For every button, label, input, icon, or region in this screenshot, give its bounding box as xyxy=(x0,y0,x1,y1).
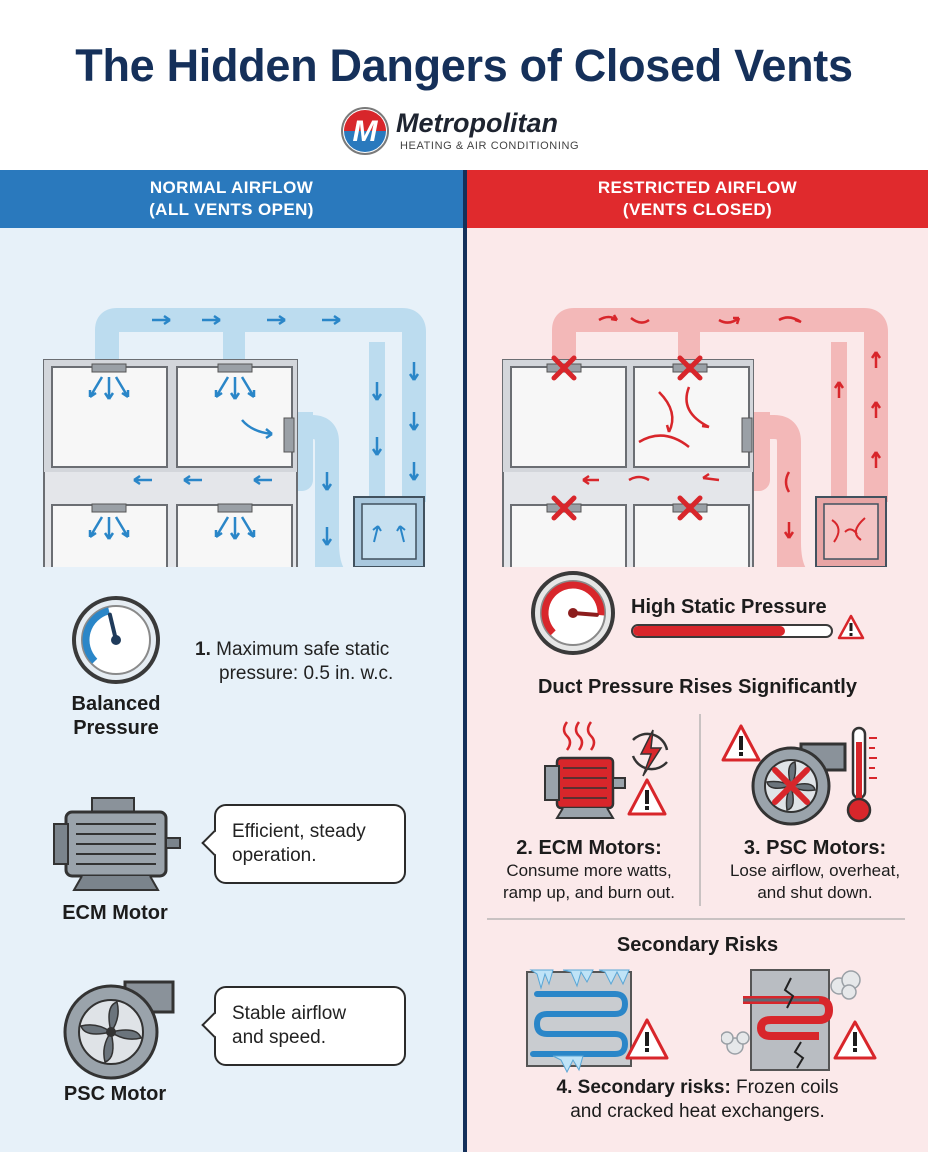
ecm-motors-line2: ramp up, and burn out. xyxy=(502,883,675,902)
normal-airflow-banner: NORMAL AIRFLOW (ALL VENTS OPEN) xyxy=(0,170,463,228)
ecm-bubble-line1: Efficient, steady xyxy=(232,821,366,842)
left-banner-line2: (ALL VENTS OPEN) xyxy=(149,200,314,219)
psc-blower-icon xyxy=(63,980,175,1080)
gauge-level-arc xyxy=(82,607,111,664)
ecm-status-bubble: Efficient, steady operation. xyxy=(214,804,406,884)
high-pressure-gauge-icon xyxy=(531,571,615,655)
furnace-icon xyxy=(815,496,887,567)
stopped-x-icon xyxy=(772,767,810,805)
point-1-number: 1. xyxy=(195,639,211,660)
restricted-airflow-banner: RESTRICTED AIRFLOW (VENTS CLOSED) xyxy=(467,170,928,228)
ecm-motor-overheat-icon xyxy=(544,721,669,819)
ecm-motors-line1: Consume more watts, xyxy=(506,861,672,880)
left-banner-line1: NORMAL AIRFLOW xyxy=(149,178,314,197)
logo-mark-letter: M xyxy=(353,115,379,148)
ecm-motors-title: 2. ECM Motors: xyxy=(516,837,662,859)
return-duct xyxy=(287,415,339,567)
psc-motors-line2: and shut down. xyxy=(757,883,873,902)
turbulent-airflow-arrows xyxy=(582,314,882,539)
page-title: The Hidden Dangers of Closed Vents xyxy=(75,40,853,91)
return-elbow xyxy=(315,541,344,567)
high-static-pressure-title: High Static Pressure xyxy=(631,596,827,618)
header: The Hidden Dangers of Closed Vents M Met… xyxy=(0,0,928,170)
logo-subtitle: HEATING & AIR CONDITIONING xyxy=(400,140,580,152)
return-grille xyxy=(741,417,753,453)
restricted-airflow-diagram xyxy=(502,308,888,567)
ecm-bubble-line2: operation. xyxy=(232,845,317,866)
right-banner-line2: (VENTS CLOSED) xyxy=(622,200,773,219)
vent-open-1 xyxy=(91,363,127,373)
company-logo: M Metropolitan HEATING & AIR CONDITIONIN… xyxy=(340,104,600,160)
cracked-heat-exchanger-icon xyxy=(721,969,877,1071)
balanced-pressure-line1: Balanced xyxy=(71,693,161,715)
vent-open-3 xyxy=(91,503,127,513)
return-grille xyxy=(283,417,295,453)
return-duct xyxy=(744,415,801,567)
vertical-separator xyxy=(699,714,701,906)
return-elbow xyxy=(777,541,806,567)
secondary-risks-line2: and cracked heat exchangers. xyxy=(570,1101,825,1122)
room-upper-right xyxy=(633,366,750,468)
duct-pressure-subtitle: Duct Pressure Rises Significantly xyxy=(537,676,857,698)
airflow-arrows xyxy=(88,314,420,546)
ecm-motor-label: ECM Motor xyxy=(62,902,168,924)
psc-motors-title: 3. PSC Motors: xyxy=(743,837,887,859)
lightning-icon xyxy=(631,729,669,777)
room-lower-left xyxy=(510,504,627,567)
room-upper-left xyxy=(510,366,627,468)
psc-bubble-line2: and speed. xyxy=(232,1027,327,1048)
vent-open-2 xyxy=(217,363,253,373)
secondary-risks-title: 4. Secondary risks: xyxy=(556,1077,731,1098)
logo-mark-icon: M xyxy=(341,107,389,155)
psc-motor-label: PSC Motor xyxy=(63,1083,167,1105)
psc-motors-line1: Lose airflow, overheat, xyxy=(729,861,901,880)
psc-motors-point: 3. PSC Motors: Lose airflow, overheat, a… xyxy=(707,836,923,904)
closed-vent-x-icon xyxy=(551,355,703,521)
psc-blower-overheat-icon xyxy=(721,724,877,826)
furnace-icon xyxy=(353,496,425,567)
pressure-bar-fill xyxy=(633,626,786,636)
normal-airflow-diagram xyxy=(43,308,426,567)
normal-airflow-panel: NORMAL AIRFLOW (ALL VENTS OPEN) xyxy=(0,170,463,1152)
restricted-airflow-panel: RESTRICTED AIRFLOW (VENTS CLOSED) xyxy=(467,170,928,1152)
supply-duct xyxy=(95,308,426,502)
psc-bubble-line1: Stable airflow xyxy=(232,1003,347,1024)
ecm-motor-icon xyxy=(53,797,181,891)
logo-name: Metropolitan xyxy=(396,108,558,138)
frozen-coil-icon xyxy=(526,969,669,1074)
balanced-pressure-label: Balanced Pressure xyxy=(54,692,178,740)
thermometer-icon xyxy=(846,726,877,823)
right-banner-line1: RESTRICTED AIRFLOW xyxy=(597,178,798,197)
horizontal-separator xyxy=(487,918,905,920)
psc-status-bubble: Stable airflow and speed. xyxy=(214,986,406,1066)
point-1-line2: pressure: 0.5 in. w.c. xyxy=(219,663,394,684)
gauge-level-arc xyxy=(541,581,605,636)
heat-waves-icon xyxy=(562,721,596,751)
point-1-text: 1. Maximum safe static pressure: 0.5 in.… xyxy=(195,638,393,686)
panel-divider xyxy=(463,170,467,1152)
balanced-pressure-line2: Pressure xyxy=(73,717,159,739)
ecm-motors-point: 2. ECM Motors: Consume more watts, ramp … xyxy=(481,836,697,904)
room-lower-right xyxy=(633,504,750,567)
warning-triangle-icon xyxy=(837,614,865,640)
secondary-risks-heading: Secondary Risks xyxy=(616,934,779,956)
pressure-bar xyxy=(631,624,833,638)
secondary-risks-line1: Frozen coils xyxy=(730,1077,839,1098)
pressure-gauge-icon xyxy=(72,596,160,684)
point-1-line1: Maximum safe static xyxy=(216,639,390,660)
vent-open-4 xyxy=(217,503,253,513)
secondary-risks-point: 4. Secondary risks: Frozen coils and cra… xyxy=(467,1076,928,1124)
